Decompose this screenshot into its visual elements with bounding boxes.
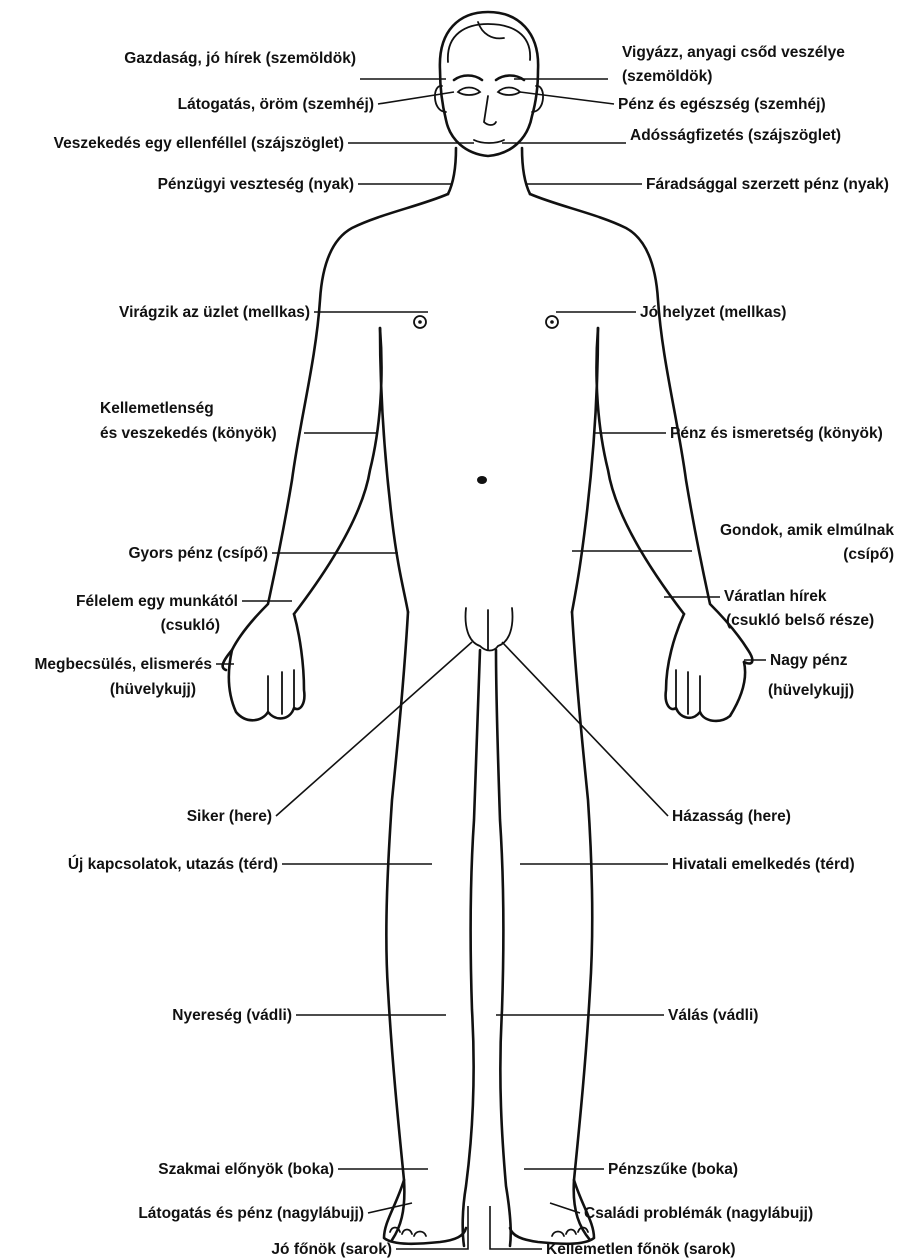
label-thumb-right-2: (hüvelykujj) (768, 682, 854, 699)
label-neck-left: Pénzügyi veszteség (nyak) (158, 176, 354, 193)
label-knee-right: Hivatali emelkedés (térd) (672, 856, 855, 873)
label-wrist-right-2: (csukló belső része) (726, 612, 874, 629)
label-knee-left: Új kapcsolatok, utazás (térd) (68, 855, 278, 873)
label-toe-left: Látogatás és pénz (nagylábujj) (138, 1205, 364, 1222)
left-leg-outer (386, 612, 408, 1240)
label-heel-right: Kellemetlen főnök (sarok) (546, 1241, 736, 1258)
label-eyelid-right: Pénz és egészség (szemhéj) (618, 96, 826, 113)
label-thumb-right-1: Nagy pénz (770, 652, 848, 669)
left-leg-inner (463, 650, 480, 1246)
label-wrist-right-1: Váratlan hírek (724, 588, 827, 605)
label-wrist-left-2: (csukló) (161, 617, 220, 634)
label-ankle-left: Szakmai előnyök (boka) (158, 1161, 334, 1178)
label-eyelid-left: Látogatás, öröm (szemhéj) (178, 96, 374, 113)
label-thumb-left-1: Megbecsülés, elismerés (35, 656, 213, 673)
label-hip-right-1: Gondok, amik elmúlnak (720, 522, 894, 539)
right-torso-side (572, 328, 598, 612)
left-eyebrow (454, 76, 482, 81)
left-nipple-dot (418, 320, 422, 324)
label-neck-right: Fáradsággal szerzett pénz (nyak) (646, 176, 889, 193)
right-leg-outer (572, 612, 592, 1240)
nose (484, 96, 496, 125)
label-elbow-right: Pénz és ismeretség (könyök) (670, 425, 883, 442)
left-inner-arm (294, 328, 382, 614)
right-leg-inner (496, 650, 511, 1246)
right-nipple-dot (550, 320, 554, 324)
label-heel-left: Jó főnök (sarok) (271, 1241, 392, 1258)
leader-testicle-right (502, 642, 668, 816)
hairline (448, 24, 530, 62)
head-outline (440, 12, 538, 156)
label-chest-left: Virágzik az üzlet (mellkas) (119, 304, 310, 321)
label-testicle-left: Siker (here) (187, 808, 272, 825)
label-eyebrow-right-1: Vigyázz, anyagi csőd veszélye (622, 44, 845, 61)
right-fingers (676, 670, 700, 714)
neck-right (522, 148, 530, 194)
right-eye (498, 88, 520, 96)
label-eyebrow-left: Gazdaság, jó hírek (szemöldök) (124, 50, 356, 67)
label-ankle-right: Pénzszűke (boka) (608, 1161, 738, 1178)
navel (477, 476, 487, 484)
left-fingers (268, 670, 294, 714)
label-mouth-left: Veszekedés egy ellenféllel (szájszöglet) (54, 135, 344, 152)
label-toe-right: Családi problémák (nagylábujj) (584, 1205, 813, 1222)
label-calf-right: Válás (vádli) (668, 1007, 758, 1024)
leader-lines (216, 79, 766, 1249)
label-hip-left: Gyors pénz (csípő) (128, 545, 268, 562)
label-hip-right-2: (csípő) (843, 546, 894, 563)
left-eye (458, 88, 480, 96)
label-elbow-left-2: és veszekedés (könyök) (100, 425, 277, 442)
label-calf-left: Nyereség (vádli) (172, 1007, 292, 1024)
label-testicle-right: Házasság (here) (672, 808, 791, 825)
labels: Gazdaság, jó hírek (szemöldök) Látogatás… (35, 44, 895, 1258)
label-eyebrow-right-2: (szemöldök) (622, 68, 712, 85)
mouth (474, 140, 504, 143)
label-mouth-right: Adósságfizetés (szájszöglet) (630, 127, 841, 144)
label-elbow-left-1: Kellemetlenség (100, 400, 214, 417)
genitals (466, 608, 513, 651)
leader-toe-left (368, 1203, 412, 1213)
leader-testicle-left (276, 642, 472, 816)
label-thumb-left-2: (hüvelykujj) (110, 681, 196, 698)
left-torso-side (380, 328, 408, 612)
left-hand (229, 614, 305, 720)
label-wrist-left-1: Félelem egy munkától (76, 593, 238, 610)
human-figure (223, 12, 753, 1246)
right-inner-arm (596, 328, 684, 614)
neck-left (448, 148, 456, 194)
label-chest-right: Jó helyzet (mellkas) (640, 304, 786, 321)
